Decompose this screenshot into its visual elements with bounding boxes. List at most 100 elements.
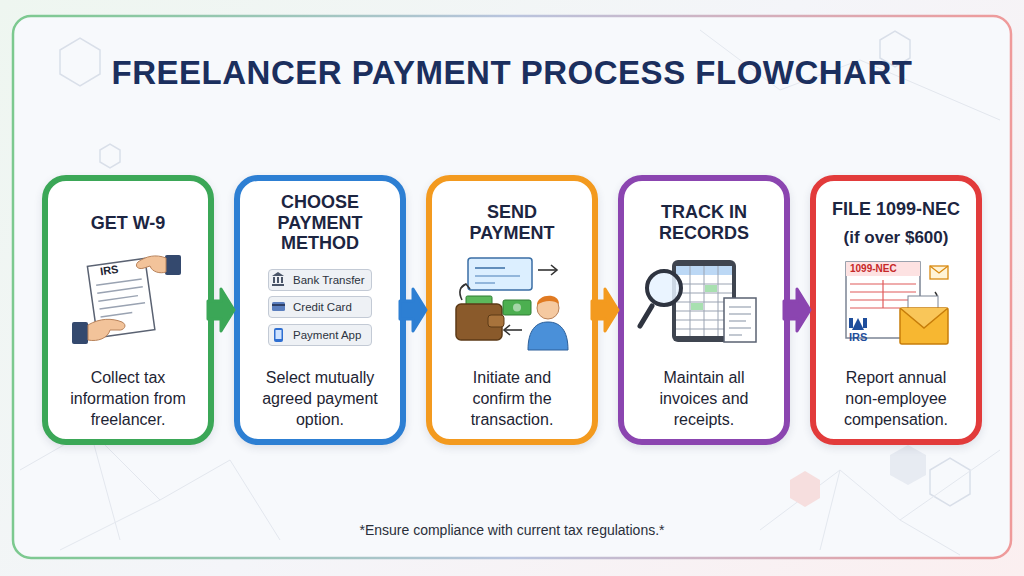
tax-form-illustration <box>846 262 948 344</box>
hexagon-decor <box>930 458 970 506</box>
tax-form-illustration <box>882 280 883 308</box>
w9-illustration <box>136 256 166 273</box>
tax-form-illustration <box>849 318 867 330</box>
step-description: Initiate and confirm the transaction. <box>446 367 578 430</box>
step-description: Maintain all invoices and receipts. <box>638 367 770 430</box>
send-payment-illustration <box>468 258 532 290</box>
step-description: Select mutually agreed payment option. <box>254 367 386 430</box>
payment-method-icons <box>272 304 285 306</box>
process-box: CHOOSE PAYMENT METHOD Select mutually agr… <box>234 175 406 445</box>
flow-arrow <box>208 289 234 331</box>
send-payment-illustration <box>528 322 568 350</box>
caption-note: *Ensure compliance with current tax regu… <box>0 522 1024 538</box>
w9-illustration <box>72 322 88 344</box>
hexagon-decor <box>60 38 100 86</box>
hexagon-decor <box>100 144 120 168</box>
send-payment-illustration <box>505 329 522 331</box>
box-body-area: Collect tax information from freelancer. <box>62 367 194 430</box>
option-text: Payment App <box>293 329 361 341</box>
send-payment-illustration <box>461 284 470 289</box>
step-description: Report annual non-employee compensation. <box>830 367 962 430</box>
w9-illustration <box>96 279 142 285</box>
payment-method-icons <box>273 277 275 283</box>
step-heading: FILE 1099-NEC <box>832 199 960 220</box>
w9-illustration <box>97 287 143 293</box>
network-decor <box>60 430 160 550</box>
send-payment-illustration <box>475 275 520 277</box>
step-description: Collect tax information from freelancer. <box>62 367 194 430</box>
payment-method-icons <box>276 330 282 339</box>
tax-form-illustration <box>930 266 948 273</box>
flow-arrow <box>784 289 810 331</box>
send-payment-illustration <box>475 267 505 269</box>
tax-form-illustration <box>846 262 920 276</box>
payment-method-icons <box>272 272 285 342</box>
option-text: Bank Transfer <box>293 274 365 286</box>
records-illustration <box>640 306 652 326</box>
step-heading: GET W-9 <box>91 213 166 234</box>
step-heading: TRACK IN RECORDS <box>639 202 769 243</box>
hexagon-decor <box>890 445 926 485</box>
box-heading-area: TRACK IN RECORDS <box>624 185 784 261</box>
records-illustration <box>729 327 751 328</box>
box-heading-area: CHOOSE PAYMENT METHOD <box>240 185 400 261</box>
send-payment-illustration <box>456 258 568 350</box>
send-payment-illustration <box>537 296 559 305</box>
hexagon-decor <box>790 471 820 507</box>
payment-method-icons <box>272 302 285 311</box>
tax-form-illustration <box>930 266 948 279</box>
box-body-area: Initiate and confirm the transaction. <box>446 367 578 430</box>
payment-option-pill: Bank Transfer <box>268 269 372 291</box>
send-payment-illustration <box>503 300 531 315</box>
send-payment-illustration <box>551 265 557 275</box>
records-illustration <box>640 260 756 342</box>
frame <box>13 16 1011 558</box>
flow-arrow <box>592 289 618 331</box>
records-illustration <box>729 313 751 314</box>
send-payment-illustration <box>504 325 510 335</box>
payment-method-icons <box>277 277 279 283</box>
records-illustration <box>647 271 681 305</box>
box-heading-area: SEND PAYMENT <box>432 185 592 261</box>
tax-form-illustration <box>850 280 916 308</box>
records-illustration <box>718 266 719 336</box>
box-body-area: Select mutually agreed payment option. <box>254 367 386 430</box>
tax-form-illustration <box>852 318 864 330</box>
box-body-area: Report annual non-employee compensation. <box>830 367 962 430</box>
send-payment-illustration <box>538 269 556 271</box>
w9-illustration <box>165 255 181 275</box>
w9-illustration <box>98 296 138 302</box>
network-decor <box>760 450 1000 530</box>
records-illustration <box>729 306 751 307</box>
option-text: Credit Card <box>293 301 352 313</box>
records-illustration <box>690 266 691 336</box>
flow-arrow <box>400 289 426 331</box>
network-decor <box>20 430 280 540</box>
step-heading: SEND PAYMENT <box>457 202 567 243</box>
tax-form-illustration <box>849 318 853 328</box>
records-illustration <box>691 303 703 310</box>
w9-illustration <box>101 313 133 317</box>
diagram-title: FREELANCER PAYMENT PROCESS FLOWCHART <box>0 54 1024 92</box>
w9-illustration <box>99 303 145 309</box>
send-payment-illustration <box>475 282 495 284</box>
box-heading-area: GET W-9 <box>48 185 208 261</box>
tax-form-illustration <box>900 308 948 344</box>
send-payment-illustration <box>488 315 504 327</box>
records-illustration <box>729 307 751 335</box>
tax-form-illustration <box>863 318 867 328</box>
tax-form-illustration <box>850 307 900 308</box>
tax-form-illustration <box>900 308 948 328</box>
step-heading: CHOOSE PAYMENT METHOD <box>255 192 385 254</box>
step-heading: (if over $600) <box>844 228 949 248</box>
box-body-area: Maintain all invoices and receipts. <box>638 367 770 430</box>
records-illustration <box>729 320 746 321</box>
payment-method-icons <box>272 284 284 286</box>
w9-illustration <box>88 319 125 340</box>
records-illustration <box>705 285 717 292</box>
network-decor <box>20 30 1000 555</box>
send-payment-illustration <box>513 304 521 312</box>
payment-method-icons <box>272 272 284 276</box>
box-heading-area: FILE 1099-NEC (if over $600) <box>816 185 976 261</box>
